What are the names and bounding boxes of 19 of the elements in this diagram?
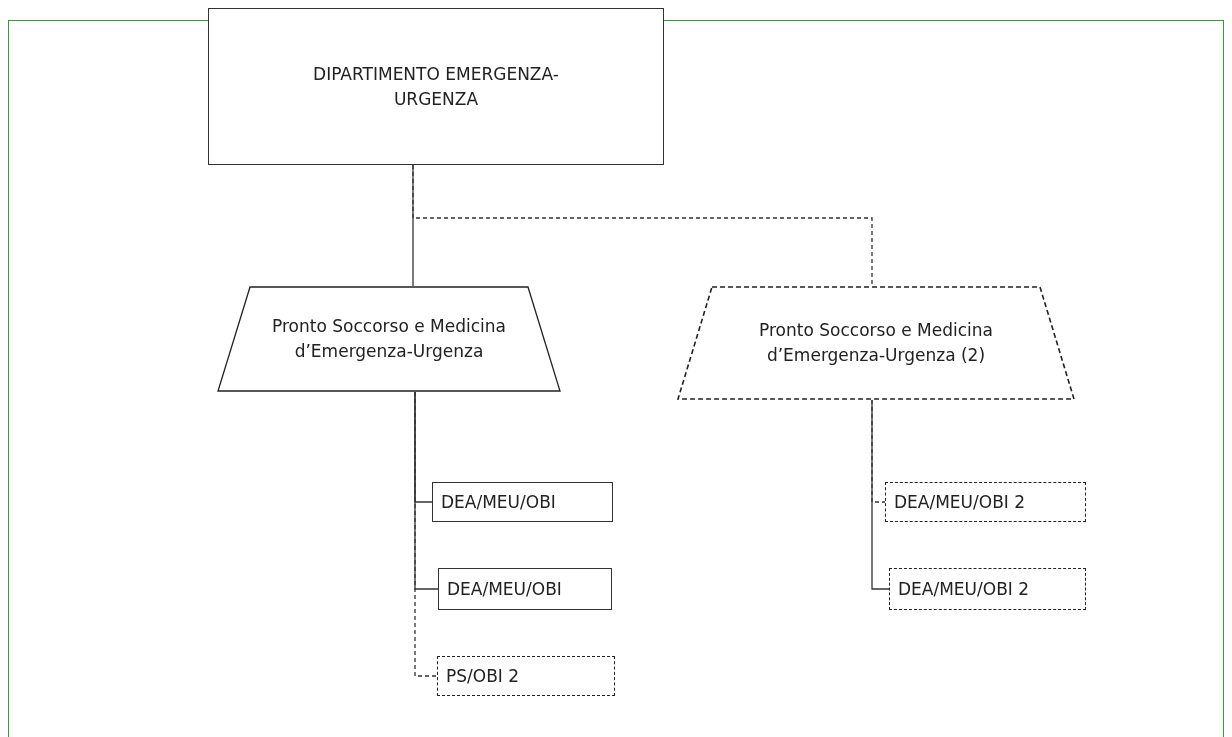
node-label: PS/OBI 2: [446, 664, 520, 688]
connector-line: [871, 399, 890, 590]
node-label: Pronto Soccorso e Medicina d’Emergenza-Urgenza (2): [758, 319, 994, 367]
connector-line: [414, 391, 438, 677]
node-label: DEA/MEU/OBI: [441, 490, 556, 514]
org-box: [889, 568, 1086, 610]
node-label: DEA/MEU/OBI 2: [894, 490, 1026, 514]
org-box: [885, 482, 1086, 522]
node-label: DEA/MEU/OBI: [447, 577, 562, 601]
trapezoid-box: [218, 286, 560, 392]
org-box: [208, 8, 664, 165]
node-label: DEA/MEU/OBI 2: [898, 577, 1030, 601]
trapezoid-box: [678, 286, 1074, 400]
org-box: [432, 482, 613, 522]
org-box: [438, 568, 612, 610]
connector-line: [412, 164, 873, 287]
node-label: Pronto Soccorso e Medicina d’Emergenza-Urgenza: [271, 315, 507, 363]
org-box: [437, 656, 615, 696]
node-label: DIPARTIMENTO EMERGENZA-URGENZA: [312, 62, 560, 111]
